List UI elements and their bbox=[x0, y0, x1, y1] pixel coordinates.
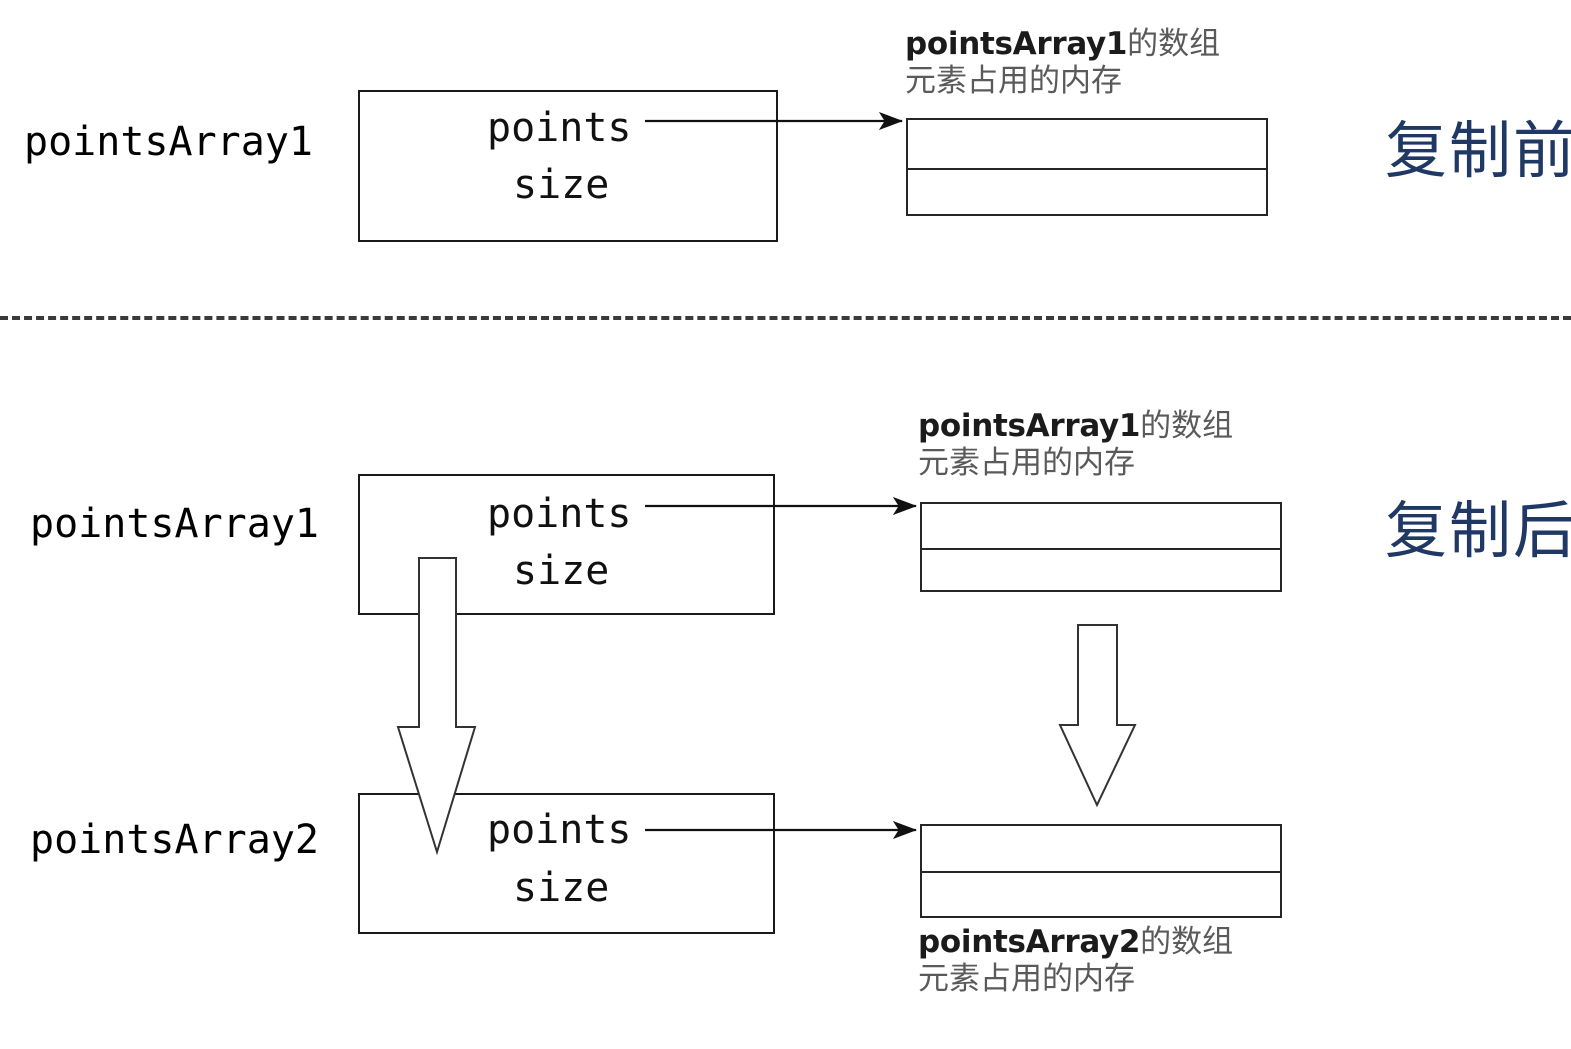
struct-field-size-before: size bbox=[513, 162, 610, 208]
memory-block-divider bbox=[908, 168, 1266, 170]
struct-box-pointsarray1-before bbox=[358, 90, 778, 242]
struct-field-size-after-1: size bbox=[513, 548, 610, 594]
section-divider bbox=[0, 316, 1571, 320]
struct-field-points-before: points bbox=[487, 105, 632, 151]
memory-block-pointsarray1-after bbox=[920, 502, 1282, 592]
variable-label-pointsarray1-before: pointsArray1 bbox=[24, 119, 313, 165]
memory-annotation-cjk2-before: 元素占用的内存 bbox=[905, 62, 1122, 99]
stage-label-before: 复制前 bbox=[1385, 114, 1571, 187]
struct-field-points-after-1: points bbox=[487, 491, 632, 537]
variable-label-pointsarray1-after: pointsArray1 bbox=[30, 501, 319, 547]
memory-annotation-code-after-2: pointsArray2 bbox=[918, 924, 1141, 960]
copy-arrow-memory bbox=[1058, 624, 1137, 808]
memory-annotation-cjk1-after-2: 的数组 bbox=[1140, 924, 1234, 960]
memory-block-divider bbox=[922, 871, 1280, 873]
memory-annotation-after-1: pointsArray1的数组 元素占用的内存 bbox=[918, 408, 1233, 481]
memory-block-divider bbox=[922, 548, 1280, 550]
memory-annotation-cjk2-after-1: 元素占用的内存 bbox=[918, 444, 1135, 481]
struct-box-pointsarray1-after bbox=[358, 474, 775, 615]
memory-block-pointsarray1-before bbox=[906, 118, 1268, 216]
memory-annotation-cjk1-before: 的数组 bbox=[1127, 26, 1221, 62]
memory-annotation-code-before: pointsArray1 bbox=[905, 26, 1128, 62]
variable-label-pointsarray2-after: pointsArray2 bbox=[30, 817, 319, 863]
memory-annotation-before: pointsArray1的数组 元素占用的内存 bbox=[905, 26, 1220, 99]
memory-block-pointsarray2-after bbox=[920, 824, 1282, 918]
struct-box-pointsarray2-after bbox=[358, 793, 775, 934]
memory-annotation-cjk1-after-1: 的数组 bbox=[1140, 408, 1234, 444]
memory-annotation-after-2: pointsArray2的数组 元素占用的内存 bbox=[918, 924, 1233, 997]
memory-annotation-cjk2-after-2: 元素占用的内存 bbox=[918, 960, 1135, 997]
memory-annotation-code-after-1: pointsArray1 bbox=[918, 408, 1141, 444]
struct-field-points-after-2: points bbox=[487, 807, 632, 853]
struct-field-size-after-2: size bbox=[513, 865, 610, 911]
stage-label-after: 复制后 bbox=[1385, 494, 1571, 567]
